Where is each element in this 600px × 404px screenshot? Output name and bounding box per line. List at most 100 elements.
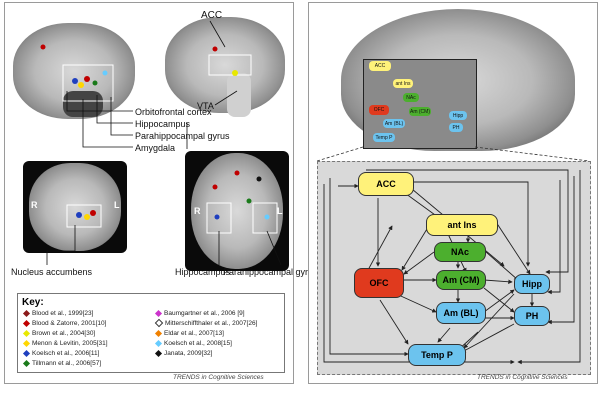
activation-dot [234,170,240,176]
vta-label: VTA [197,101,214,111]
key-marker-icon [22,329,31,337]
key-marker-icon [22,359,31,367]
key-item: Tillmann et al., 2006[57] [22,359,101,368]
activation-dot [212,184,218,190]
activation-dot [214,214,220,220]
study-key-legend: Key: Blood et al., 1999[23] Blood & Zato… [17,293,285,373]
key-item: Mitterschiffthaler et al., 2007[26] [154,319,257,328]
connection-arrow [379,299,409,345]
sag-node-hipp: Hipp [449,111,467,120]
acc-region-box [208,54,252,76]
node-am-cm: Am (CM) [436,270,486,290]
node-ph: PH [514,306,550,326]
network-diagram-panel: ACC ant Ins NAc OFC Am (CM) Am (BL) Hipp… [308,2,598,384]
sag-node-ph: PH [449,123,463,132]
key-item: Janata, 2009[32] [154,349,212,358]
zoom-projection-lines [316,146,590,162]
key-item: Menon & Levitin, 2005[31] [22,339,108,348]
node-am-bl: Am (BL) [436,302,486,324]
key-marker-icon [154,339,163,347]
para-leader-line [110,97,133,136]
key-item: Koelsch et al., 2008[15] [154,339,232,348]
coronal-right-marker: R [31,200,38,210]
activation-dot [72,78,78,84]
sag-node-nac: NAc [403,93,419,102]
key-marker-icon [22,339,31,347]
key-item: Baumgartner et al., 2006 [9] [154,309,245,318]
connection-arrow [483,287,515,313]
axial-left-marker: L [277,206,283,216]
connection-arrow [517,170,581,365]
connection-arrow [483,279,513,284]
connection-arrow [463,293,515,349]
sag-node-amcm: Am (CM) [409,107,431,116]
key-marker-icon [154,319,164,328]
activation-dot [84,214,90,220]
activation-dot [102,70,108,76]
activation-dot [232,70,238,76]
para2-leader-line [266,230,282,266]
key-item: Koelsch et al., 2006[11] [22,349,99,358]
hipp-leader-line [96,95,133,124]
sag-node-tempp: Temp P [373,133,395,142]
node-acc: ACC [358,172,414,196]
left-credit: TRENDS in Cognitive Sciences [173,374,264,381]
parahippocampal-axial-label: Parahippocampal gyrus [223,267,318,277]
amygdala-label: Amygdala [135,143,176,153]
connection-arrow [547,176,575,325]
activation-dot [78,82,84,88]
sag-node-acc: ACC [369,61,391,71]
amyg-leader-line [82,99,133,148]
key-marker-icon [154,309,163,317]
brain-scans-panel: R L R L [4,2,318,384]
hippocampus-axial-label: Hippocampus [175,267,231,277]
connection-arrow [323,184,515,365]
key-title: Key: [22,297,44,308]
key-marker-icon [22,309,31,317]
acc-leader-line [209,20,226,48]
connection-arrow [403,251,435,275]
connection-arrow [461,323,515,353]
node-hipp: Hipp [514,274,550,294]
sag-node-ofc: OFC [369,105,389,115]
activation-dots [40,44,270,220]
key-item: Eldar et al., 2007[13] [154,329,224,338]
key-item: Blood & Zatorre, 2001[10] [22,319,106,328]
parahippocampal-label: Parahippocampal gyrus [135,131,230,141]
sag-node-ambl: Am (BL) [383,119,405,128]
acc-label: ACC [201,10,223,21]
axial-right-marker: R [194,206,201,216]
right-credit: TRENDS in Cognitive Sciences [477,374,568,381]
key-marker-icon [22,349,31,357]
key-item: Blood et al., 1999[23] [22,309,93,318]
sag-node-antins: ant Ins [393,79,413,88]
connection-arrow [437,327,451,343]
connection-arrow [401,223,431,271]
activation-dot [212,46,218,52]
connection-arrow [329,178,409,357]
connection-arrow [485,251,519,281]
connection-arrow [495,221,531,275]
activation-dot [246,198,252,204]
key-marker-icon [22,319,31,327]
activation-dot [256,176,262,182]
coronal-region-box [66,204,102,228]
connection-arrow [483,289,515,313]
activation-dot [264,214,270,220]
activation-dot [92,80,98,86]
activation-dot [90,210,96,216]
connection-arrow [366,169,569,275]
node-ant-ins: ant Ins [426,214,498,236]
ofc-region-box [62,64,114,102]
coronal-left-marker: L [114,200,120,210]
sagittal-brain-image-right [165,17,285,113]
connection-arrow [547,180,561,295]
activation-dot [84,76,90,82]
axial-right-region-box [252,202,278,234]
leader-lines [46,20,282,266]
node-temp-p: Temp P [408,344,466,366]
ofc-label: Orbitofrontal cortex [135,107,212,117]
activation-dot [40,44,46,50]
key-marker-icon [154,349,163,357]
vta-leader-line [214,90,238,106]
